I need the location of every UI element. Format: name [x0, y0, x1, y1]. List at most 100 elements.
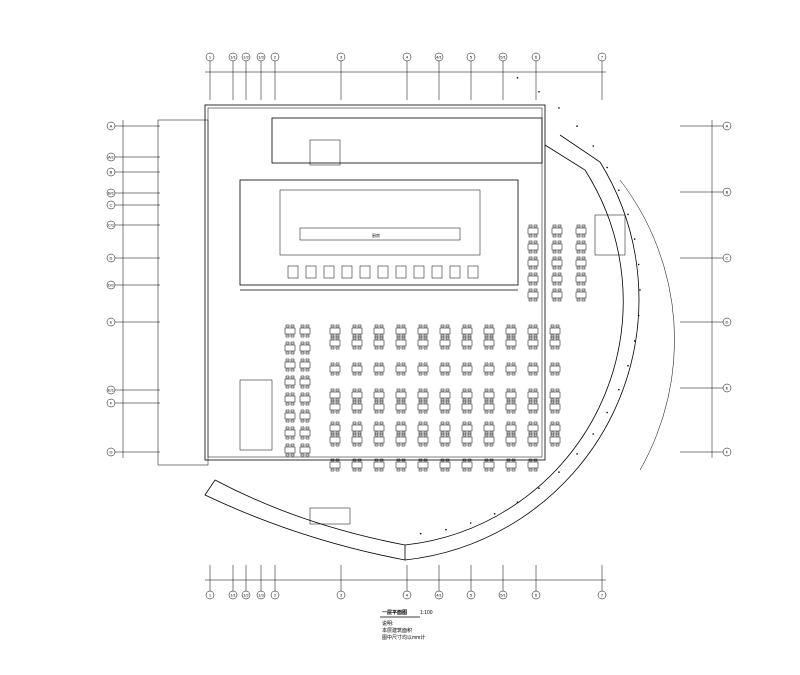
dining-table	[299, 395, 311, 403]
kitchen-equipment	[413, 265, 425, 279]
dining-table	[527, 461, 539, 469]
dining-table	[329, 365, 341, 373]
dining-table	[395, 403, 407, 411]
dining-table	[549, 424, 561, 432]
dining-table	[373, 424, 385, 432]
dining-table	[439, 461, 451, 469]
dining-table	[551, 275, 563, 283]
grid-bubble-top-label: 2	[274, 54, 277, 59]
kitchen-equipment	[305, 265, 317, 279]
grid-bubble-top-label: 4/1	[436, 54, 442, 59]
dining-table	[395, 424, 407, 432]
dining-table	[527, 227, 539, 235]
column-marker	[627, 364, 629, 367]
column-marker	[606, 411, 608, 414]
dining-table	[505, 339, 517, 347]
grid-bubble-top-label: 5/1	[500, 54, 506, 59]
grid-bubble-bottom-label: 5	[470, 592, 473, 597]
column-marker	[516, 77, 519, 79]
dining-table	[284, 446, 296, 454]
grid-bubble-top-label: 1/1	[230, 54, 236, 59]
dining-table	[417, 339, 429, 347]
dining-table	[461, 461, 473, 469]
dining-table	[483, 391, 495, 399]
column-marker	[618, 388, 620, 391]
grid-bubble-right-label: A	[726, 123, 729, 128]
dining-table	[527, 243, 539, 251]
dining-table	[417, 436, 429, 444]
grid-bubble-bottom-label: 5/1	[500, 592, 506, 597]
grid-bubble-left-label: E	[110, 319, 113, 324]
grid-bubble-top-label: 3	[340, 54, 343, 59]
kitchen-equipment	[431, 265, 443, 279]
dining-table	[527, 365, 539, 373]
column-marker	[419, 532, 422, 535]
dining-table	[461, 424, 473, 432]
grid-bubble-left-label: A	[110, 123, 113, 128]
kitchen-equipment	[359, 265, 371, 279]
dining-table	[373, 391, 385, 399]
dining-table	[505, 327, 517, 335]
grid-bubble-top-label: 1/3	[258, 54, 264, 59]
grid-bubble-top-label: 1	[209, 54, 212, 59]
building-outline: 厨房	[157, 104, 675, 561]
curved-facade-outer	[404, 134, 640, 561]
dining-table	[527, 391, 539, 399]
grid-bubble-right-label: B	[726, 189, 729, 194]
dining-table	[284, 429, 296, 437]
column-marker	[633, 340, 636, 342]
drawing-scale: 1:100	[420, 610, 433, 616]
dining-table	[483, 339, 495, 347]
dining-table	[284, 327, 296, 335]
kitchen-label: 厨房	[372, 232, 380, 238]
dining-table	[395, 461, 407, 469]
dining-table	[351, 327, 363, 335]
grid-bubble-bottom-label: 2	[274, 592, 277, 597]
grid-bubble-top-label: 4	[406, 54, 409, 59]
dining-table	[483, 365, 495, 373]
column-marker	[633, 238, 636, 240]
grid-bubble-bottom-label: 4/1	[436, 592, 442, 597]
grid-bubble-right-label: F	[726, 449, 729, 454]
kitchen-hatched	[279, 189, 481, 256]
column-marker	[516, 501, 519, 503]
grid-bubble-right-label: E	[726, 385, 729, 390]
kitchen-equipment	[323, 265, 335, 279]
dining-table	[395, 365, 407, 373]
dining-table	[575, 275, 587, 283]
dining-table	[439, 391, 451, 399]
grid-bubble-left-label: C	[110, 202, 113, 207]
dining-table	[505, 461, 517, 469]
dining-table	[351, 339, 363, 347]
grid-bubble-right-label: C	[726, 255, 729, 260]
dining-table	[461, 365, 473, 373]
dining-table	[417, 461, 429, 469]
dining-table	[551, 291, 563, 299]
column-marker	[618, 189, 620, 192]
dining-table	[549, 391, 561, 399]
dining-table	[505, 424, 517, 432]
dining-table	[439, 424, 451, 432]
grid-bubble-top-label: 6	[535, 54, 538, 59]
dining-table	[439, 365, 451, 373]
column-marker	[637, 263, 640, 266]
dining-table	[329, 424, 341, 432]
column-marker	[558, 107, 560, 109]
grid-bubble-left-label: D	[110, 255, 113, 260]
north-rooms	[271, 117, 543, 164]
dining-table	[395, 327, 407, 335]
dining-table	[284, 344, 296, 352]
kitchen-equipment	[395, 265, 407, 279]
dining-table	[329, 403, 341, 411]
dining-table	[551, 227, 563, 235]
dining-table	[551, 243, 563, 251]
west-annex	[157, 119, 209, 466]
stair-east	[594, 214, 626, 256]
dining-table	[299, 344, 311, 352]
dining-table	[527, 403, 539, 411]
dining-table	[417, 365, 429, 373]
grid-bubble-bottom-label: 1/2	[243, 592, 249, 597]
column-marker	[592, 433, 595, 435]
column-marker	[469, 522, 472, 524]
dining-table	[439, 403, 451, 411]
